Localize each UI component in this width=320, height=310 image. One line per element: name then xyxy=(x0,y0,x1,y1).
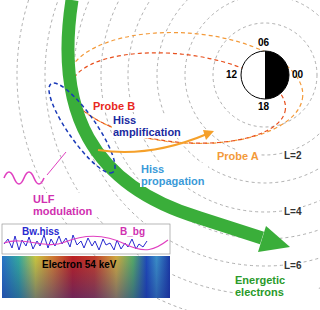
waveform-label: Bw.hiss xyxy=(22,226,59,237)
earth-symbol xyxy=(241,51,289,99)
propagation-arrowhead xyxy=(203,130,214,140)
time-label: 18 xyxy=(257,101,270,113)
background-field-waveform xyxy=(4,236,168,250)
l-shell-label: L=2 xyxy=(283,150,303,162)
time-label: 12 xyxy=(225,69,238,81)
l-shell-label: L=4 xyxy=(283,206,303,218)
hiss-waveform xyxy=(4,235,147,250)
time-label: 06 xyxy=(257,37,270,49)
background-label: B_bg xyxy=(120,226,145,237)
spectrogram-label: Electron 54 keV xyxy=(42,259,116,270)
probe-a-orbit xyxy=(63,25,306,151)
process-label: Hiss propagation xyxy=(140,163,208,187)
particle-label: Energetic electrons xyxy=(234,274,316,298)
probe-label: Probe A xyxy=(216,150,260,162)
electron-arrowhead xyxy=(258,226,290,252)
probe-label: Probe B xyxy=(92,100,136,112)
probe-b-orbit xyxy=(66,43,290,153)
process-label: ULF modulation xyxy=(32,193,100,217)
wave-panel-ground xyxy=(2,224,170,254)
ulf-leader xyxy=(47,152,66,175)
time-label: 00 xyxy=(291,69,304,81)
spectrogram-panel: Electron 54 keV xyxy=(2,256,170,298)
ulf-wave xyxy=(4,172,44,184)
process-label: Hiss amplification xyxy=(112,114,190,138)
spectrogram-shade xyxy=(2,256,170,298)
spectrogram xyxy=(2,256,170,298)
l-shell-label: L=6 xyxy=(283,260,303,272)
wave-panel: Bw.hiss B_bg xyxy=(2,224,170,254)
